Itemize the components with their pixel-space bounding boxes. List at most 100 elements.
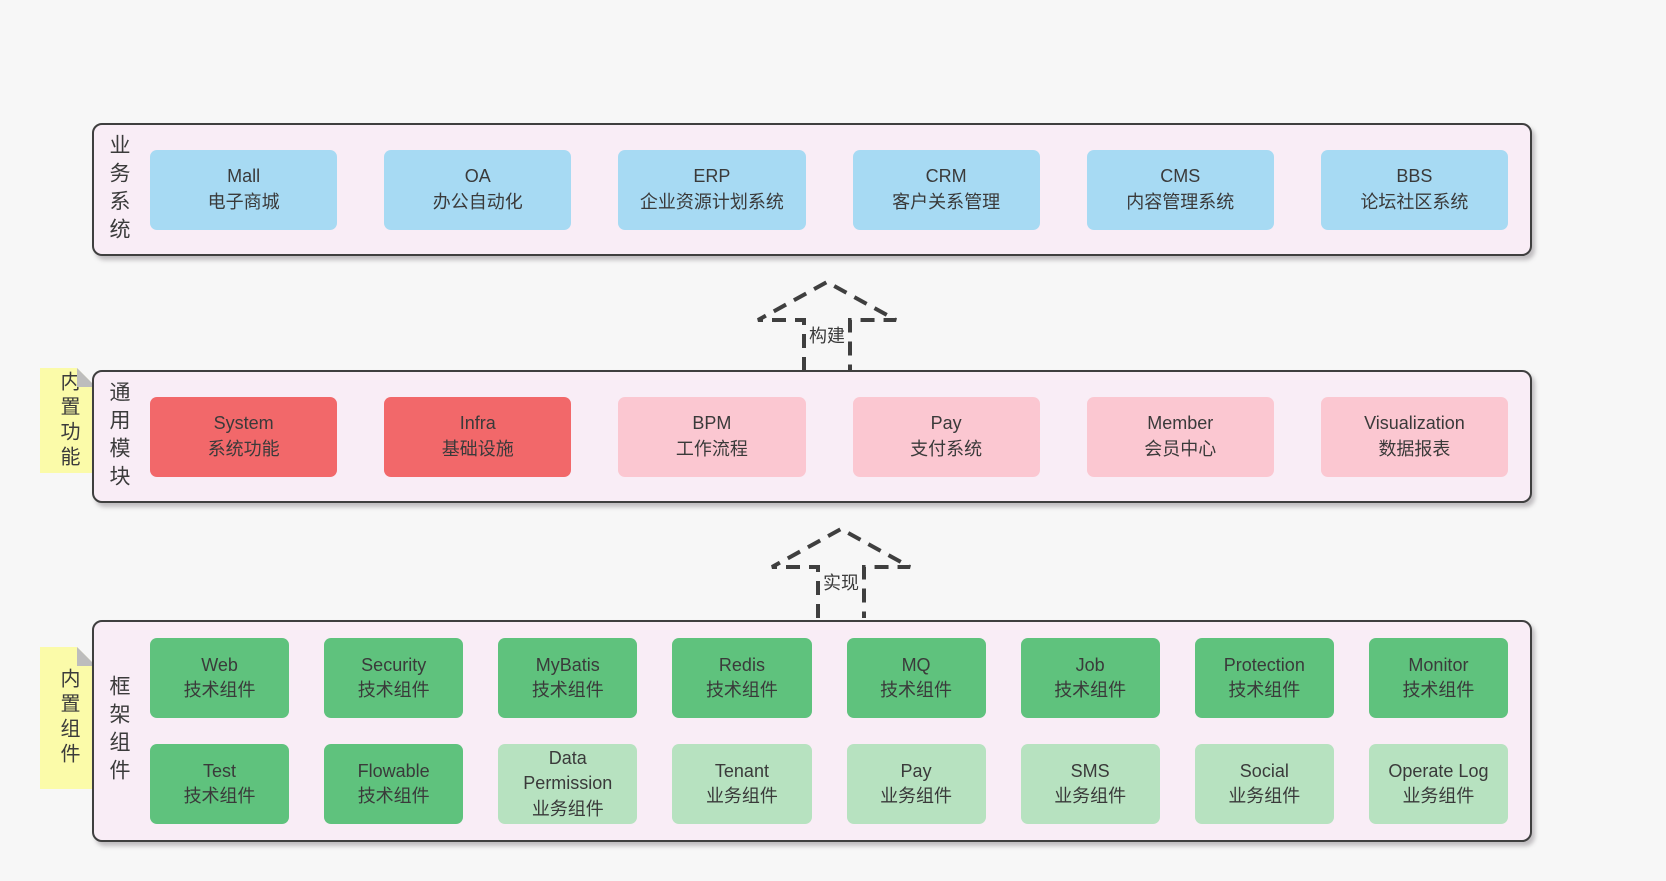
box-subtitle: 技术组件	[357, 786, 430, 806]
box-subtitle: 技术组件	[357, 680, 430, 700]
box-title: BBS	[1396, 166, 1433, 187]
box-security: Security 技术组件	[324, 638, 464, 718]
box-mall: Mall 电子商城	[150, 149, 338, 230]
box-protection: Protection 技术组件	[1194, 638, 1334, 718]
box-subtitle: 技术组件	[880, 680, 953, 700]
box-title: Flowable	[357, 760, 430, 781]
band-common-modules: 通用模块 System 系统功能 Infra 基础设施 BPM 工作流程 Pay 支付系统 Me…	[92, 370, 1532, 503]
box-subtitle: 电子商城	[207, 191, 280, 212]
box-subtitle: 业务组件	[880, 786, 953, 806]
box-title: Monitor	[1408, 654, 1469, 675]
up-arrow-implement: 实现	[766, 521, 916, 618]
box-subtitle: 业务组件	[1054, 786, 1127, 806]
box-subtitle: 技术组件	[183, 786, 256, 806]
box-job: Job 技术组件	[1020, 638, 1160, 718]
sticky-note-builtin-features: 内置功能	[40, 368, 96, 473]
box-title: OA	[464, 166, 491, 187]
box-title: Operate Log	[1388, 760, 1489, 781]
box-system: System 系统功能	[150, 396, 338, 477]
band-common-label: 通用模块	[107, 380, 130, 493]
box-subtitle: 内容管理系统	[1126, 191, 1235, 212]
box-title: System	[213, 413, 274, 434]
box-title: Pay	[900, 760, 932, 781]
box-infra: Infra 基础设施	[384, 396, 572, 477]
box-subtitle: 系统功能	[207, 438, 280, 459]
box-subtitle: 支付系统	[910, 438, 983, 459]
box-title: MQ	[901, 654, 931, 675]
band-framework-label: 框架组件	[107, 675, 130, 787]
box-subtitle: 技术组件	[1402, 680, 1475, 700]
box-monitor: Monitor 技术组件	[1368, 638, 1508, 718]
box-subtitle: 办公自动化	[432, 191, 523, 212]
box-mq: MQ 技术组件	[846, 638, 986, 718]
box-sms: SMS 业务组件	[1020, 744, 1160, 824]
box-title: Web	[201, 654, 238, 675]
box-pay: Pay 支付系统	[852, 396, 1040, 477]
box-title: Protection	[1223, 654, 1305, 675]
box-flowable: Flowable 技术组件	[324, 744, 464, 824]
box-subtitle: 数据报表	[1378, 438, 1451, 459]
box-operate-log: Operate Log 业务组件	[1368, 744, 1508, 824]
box-title: BPM	[692, 413, 732, 434]
box-title: Job	[1075, 654, 1105, 675]
box-subtitle: 技术组件	[183, 680, 256, 700]
sticky-note-text: 内置功能	[57, 370, 79, 471]
box-subtitle: 会员中心	[1144, 438, 1217, 459]
box-bpm: BPM 工作流程	[618, 396, 806, 477]
box-title: CMS	[1160, 166, 1201, 187]
up-arrow-icon	[757, 279, 897, 371]
box-title: Social	[1239, 760, 1289, 781]
box-title: SMS	[1070, 760, 1110, 781]
box-title: Member	[1147, 413, 1214, 434]
box-subtitle: 客户关系管理	[892, 191, 1001, 212]
box-subtitle: 基础设施	[441, 438, 514, 459]
box-subtitle: 业务组件	[1228, 786, 1301, 806]
box-subtitle: 技术组件	[531, 680, 604, 700]
sticky-note-builtin-components: 内置组件	[40, 647, 96, 789]
box-title: Visualization	[1364, 413, 1465, 434]
box-subtitle: 技术组件	[1228, 680, 1301, 700]
box-oa: OA 办公自动化	[384, 149, 572, 230]
up-arrow-icon	[771, 526, 911, 618]
box-redis: Redis 技术组件	[672, 638, 812, 718]
box-subtitle: 工作流程	[675, 438, 748, 459]
box-title: ERP	[693, 166, 731, 187]
box-title: Data Permission	[523, 748, 613, 794]
box-crm: CRM 客户关系管理	[852, 149, 1040, 230]
box-title: Mall	[227, 166, 261, 187]
box-title: MyBatis	[535, 654, 600, 675]
box-visualization: Visualization 数据报表	[1320, 396, 1509, 477]
box-tenant: Tenant 业务组件	[672, 744, 812, 824]
arrow-build-label: 构建	[808, 322, 846, 348]
box-subtitle: 业务组件	[531, 798, 604, 819]
box-title: Tenant	[714, 760, 769, 781]
box-title: CRM	[925, 166, 967, 187]
box-subtitle: 业务组件	[1402, 786, 1475, 806]
box-title: Redis	[718, 654, 765, 675]
box-subtitle: 技术组件	[1054, 680, 1127, 700]
arrow-implement-label: 实现	[822, 569, 860, 595]
box-data-permission: Data Permission 业务组件	[498, 744, 638, 824]
common-modules-row: System 系统功能 Infra 基础设施 BPM 工作流程 Pay 支付系统 Member 会…	[142, 396, 1530, 477]
box-title: Pay	[930, 413, 962, 434]
box-social: Social 业务组件	[1194, 744, 1334, 824]
box-subtitle: 技术组件	[705, 680, 778, 700]
box-title: Test	[203, 760, 237, 781]
up-arrow-build: 构建	[752, 274, 902, 371]
box-subtitle: 业务组件	[705, 786, 778, 806]
band-business-label: 业务系统	[107, 133, 130, 246]
box-title: Security	[361, 654, 427, 675]
box-cms: CMS 内容管理系统	[1086, 149, 1274, 230]
box-test: Test 技术组件	[150, 744, 290, 824]
box-title: Infra	[459, 413, 496, 434]
box-web: Web 技术组件	[150, 638, 290, 718]
